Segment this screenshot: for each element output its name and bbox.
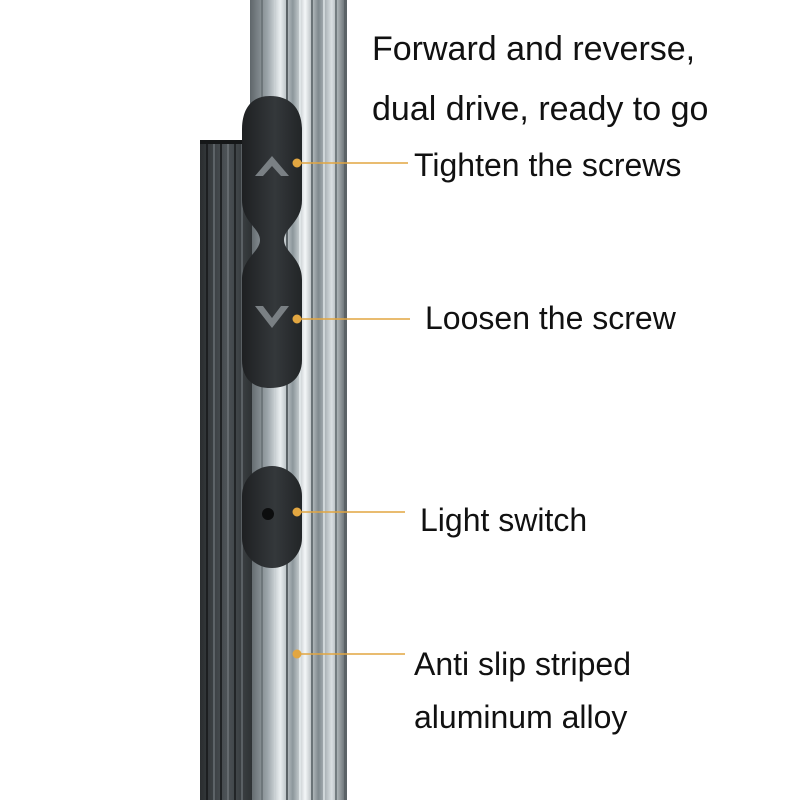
label-material-line-1: Anti slip striped bbox=[414, 646, 631, 682]
chevron-up-icon[interactable] bbox=[255, 156, 289, 176]
label-material-line-2: aluminum alloy bbox=[414, 699, 628, 735]
label-loosen: Loosen the screw bbox=[425, 300, 676, 336]
headline-line-2: dual drive, ready to go bbox=[372, 90, 709, 128]
headline-line-1: Forward and reverse, bbox=[372, 30, 696, 68]
dark-profile-stripes bbox=[206, 142, 243, 800]
rail-edge-shadow bbox=[344, 0, 347, 800]
dual-drive-button[interactable] bbox=[242, 96, 302, 388]
profile-top-edge bbox=[200, 140, 252, 144]
label-tighten: Tighten the screws bbox=[414, 147, 682, 183]
dot-icon[interactable] bbox=[262, 508, 274, 520]
label-light-switch: Light switch bbox=[420, 502, 588, 538]
dark-profile bbox=[200, 142, 252, 800]
callout-lines bbox=[292, 158, 410, 659]
chevron-down-icon[interactable] bbox=[255, 306, 289, 328]
